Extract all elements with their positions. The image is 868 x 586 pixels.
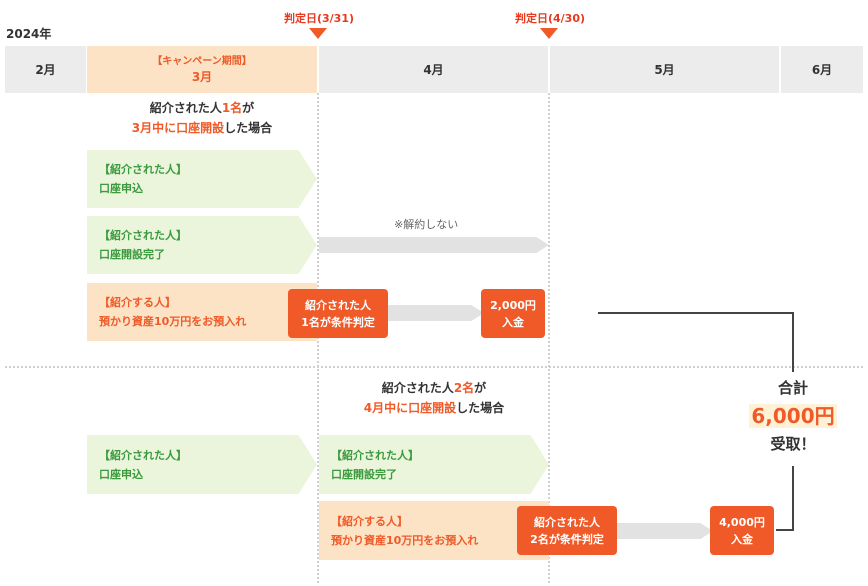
month-label: 5月 bbox=[654, 63, 675, 77]
step-heading: 【紹介された人】 bbox=[331, 448, 419, 462]
total-label: 合計 bbox=[777, 379, 808, 397]
payment-label: 入金 bbox=[731, 532, 753, 546]
scenario2-deposit-step: 【紹介する人】 預かり資産10万円をお預入れ bbox=[319, 501, 549, 560]
month-mar-campaign: 【キャンペーン期間】 3月 bbox=[87, 46, 317, 93]
scenario1-payment-box: 2,000円 入金 bbox=[481, 289, 545, 338]
scenario2-payment-box: 4,000円 入金 bbox=[710, 506, 774, 555]
scenario2-title-line1: 紹介された人2名が bbox=[334, 378, 534, 398]
scenario2-title-line2: 4月中に口座開設した場合 bbox=[334, 398, 534, 418]
title-text: が bbox=[242, 101, 255, 115]
title-highlight: 4月中に bbox=[363, 401, 409, 415]
judgment-date-label-2: 判定日(4/30) bbox=[514, 12, 586, 25]
payment-amount: 4,000円 bbox=[719, 515, 765, 529]
month-label: 2月 bbox=[35, 63, 56, 77]
bracket-bottom bbox=[776, 529, 794, 531]
step-text: 口座開設完了 bbox=[331, 467, 397, 481]
year-label: 2024年 bbox=[6, 27, 52, 41]
judge-line: 紹介された人 bbox=[305, 298, 371, 312]
step-text: 口座申込 bbox=[99, 467, 143, 481]
step-heading: 【紹介された人】 bbox=[99, 229, 187, 242]
scenario1-title-line1: 紹介された人1名が bbox=[102, 98, 302, 118]
title-highlight: 1名 bbox=[221, 101, 243, 115]
month-label: 3月 bbox=[191, 69, 213, 84]
step-text: 預かり資産10万円をお預入れ bbox=[331, 533, 479, 547]
month-label: 4月 bbox=[423, 63, 444, 77]
campaign-period-label: 【キャンペーン期間】 bbox=[152, 55, 252, 67]
title-text: 紹介された人 bbox=[149, 101, 222, 115]
scenario1-title: 紹介された人1名が 3月中に口座開設した場合 bbox=[102, 98, 302, 138]
step-heading: 【紹介された人】 bbox=[99, 448, 187, 462]
title-highlight: 口座開設 bbox=[176, 121, 225, 135]
total-summary: 合計 6,000円 受取！ bbox=[733, 376, 853, 456]
month-jun: 6月 bbox=[781, 46, 863, 93]
judge-line: 1名が条件判定 bbox=[301, 315, 375, 329]
title-highlight: 3月中に bbox=[131, 121, 177, 135]
bracket-lower bbox=[792, 466, 794, 531]
judgment-line-1 bbox=[317, 93, 319, 583]
month-apr: 4月 bbox=[319, 46, 548, 93]
scenario1-open-step: 【紹介された人】 口座開設完了 bbox=[87, 216, 317, 274]
scenario-divider bbox=[5, 366, 863, 368]
no-cancel-note: ※解約しない bbox=[394, 218, 459, 231]
title-text: した場合 bbox=[224, 121, 273, 135]
judgment-marker-1 bbox=[309, 28, 327, 39]
total-amount: 6,000円 bbox=[749, 404, 837, 428]
step-heading: 【紹介する人】 bbox=[99, 296, 176, 309]
bracket-upper bbox=[792, 312, 794, 372]
scenario2-apply-step: 【紹介された人】 口座申込 bbox=[87, 435, 317, 494]
judge-line: 2名が条件判定 bbox=[530, 532, 604, 546]
month-feb: 2月 bbox=[5, 46, 86, 93]
judgment-line-2 bbox=[548, 93, 550, 583]
month-may: 5月 bbox=[550, 46, 779, 93]
payment-amount: 2,000円 bbox=[490, 298, 536, 312]
scenario2-open-step: 【紹介された人】 口座開設完了 bbox=[319, 435, 549, 494]
scenario1-hold-arrow bbox=[319, 237, 549, 253]
title-text: が bbox=[474, 381, 487, 395]
bracket-top bbox=[598, 312, 794, 314]
scenario2-title: 紹介された人2名が 4月中に口座開設した場合 bbox=[334, 378, 534, 418]
step-text: 口座開設完了 bbox=[99, 248, 165, 261]
step-text: 預かり資産10万円をお預入れ bbox=[99, 315, 247, 328]
title-highlight: 口座開設 bbox=[408, 401, 457, 415]
month-label: 6月 bbox=[811, 63, 833, 77]
scenario1-pay-arrow bbox=[388, 305, 484, 321]
step-heading: 【紹介された人】 bbox=[99, 163, 187, 176]
judgment-date-label-1: 判定日(3/31) bbox=[283, 12, 355, 25]
title-highlight: 2名 bbox=[453, 381, 475, 395]
title-text: した場合 bbox=[456, 401, 505, 415]
title-text: 紹介された人 bbox=[381, 381, 454, 395]
scenario1-judge-box: 紹介された人 1名が条件判定 bbox=[288, 289, 388, 338]
total-receive-label: 受取！ bbox=[770, 435, 816, 453]
scenario1-title-line2: 3月中に口座開設した場合 bbox=[102, 118, 302, 138]
scenario2-pay-arrow bbox=[617, 523, 713, 539]
judgment-marker-2 bbox=[540, 28, 558, 39]
scenario1-deposit-step: 【紹介する人】 預かり資産10万円をお預入れ bbox=[87, 283, 317, 341]
scenario2-judge-box: 紹介された人 2名が条件判定 bbox=[517, 506, 617, 555]
payment-label: 入金 bbox=[502, 315, 524, 329]
scenario1-apply-step: 【紹介された人】 口座申込 bbox=[87, 150, 317, 208]
step-text: 口座申込 bbox=[99, 182, 143, 195]
judge-line: 紹介された人 bbox=[534, 515, 600, 529]
step-heading: 【紹介する人】 bbox=[331, 514, 408, 528]
